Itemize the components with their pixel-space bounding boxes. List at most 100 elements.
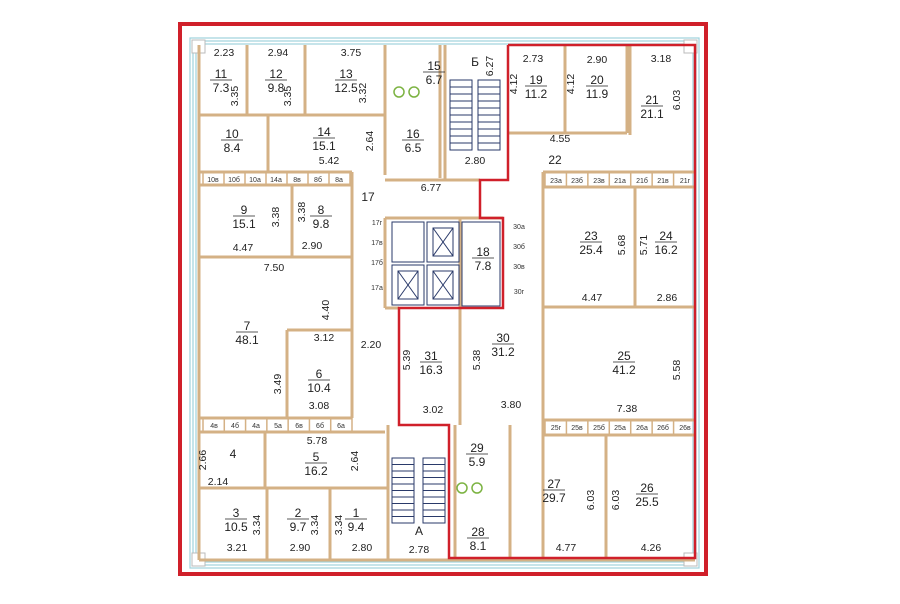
toilet-icon (456, 482, 468, 494)
closet-label: 17г (372, 220, 383, 227)
dimension-label: 4.12 (508, 74, 520, 95)
room-number: 16 (406, 127, 420, 141)
closet-label: 25а (614, 425, 626, 432)
dimension-label: 4.47 (233, 242, 254, 254)
closet-label: 26б (657, 424, 669, 432)
dimension-label: 6.03 (671, 90, 683, 111)
elevator-shaft (391, 221, 425, 263)
dimension-label: 6.03 (610, 490, 622, 511)
room-number: 27 (547, 477, 561, 491)
room-area: 10.4 (307, 381, 331, 395)
room-area: 8.1 (470, 539, 487, 553)
toilet-icon (408, 86, 420, 98)
dimension-label: 2.73 (523, 53, 544, 65)
closet-label: 26а (636, 425, 648, 432)
room-number: 5 (313, 450, 320, 464)
dimension-label: 3.34 (251, 515, 263, 536)
dimension-label: 3.34 (333, 515, 345, 536)
dimension-label: 6.77 (421, 182, 442, 194)
room-number: 24 (659, 229, 673, 243)
closet-label: 23а (550, 178, 562, 185)
dimension-label: 2.66 (197, 450, 209, 471)
dimension-label: 2.64 (349, 451, 361, 472)
dimension-label: 3.21 (227, 542, 248, 554)
dimension-label: 4.47 (582, 292, 603, 304)
dimension-label: 3.75 (341, 47, 362, 59)
room-number: 18 (476, 245, 490, 259)
dimension-label: 2.14 (208, 476, 229, 488)
room-area: 8.4 (224, 141, 241, 155)
toilet-icon (393, 86, 405, 98)
closet-label: 21в (657, 178, 669, 185)
room-number: 26 (640, 481, 654, 495)
dimension-label: 3.34 (309, 515, 321, 536)
closet-label: 8а (335, 177, 343, 184)
room-area: 25.4 (579, 243, 603, 257)
closet-label: 25в (571, 425, 583, 432)
space-label: Б (471, 55, 479, 69)
space-label: 4 (230, 447, 237, 461)
dimension-label: 5.38 (471, 350, 483, 371)
dimension-label: 3.80 (501, 399, 522, 411)
shaft-frame (432, 270, 454, 300)
room-number: 21 (645, 93, 659, 107)
labels: 19.429.7310.5516.2610.4748.189.8915.1108… (197, 47, 691, 556)
dimension-label: 6.27 (484, 56, 496, 77)
dimension-label: 3.35 (229, 86, 241, 107)
closet-label: 14а (270, 177, 282, 184)
dimension-label: 3.32 (357, 83, 369, 104)
dimension-label: 2.94 (268, 47, 289, 59)
dimension-label: 2.23 (214, 47, 235, 59)
dimension-label: 3.49 (272, 374, 284, 395)
closet-label: 10в (207, 177, 219, 184)
room-area: 10.5 (224, 520, 248, 534)
room-number: 10 (225, 127, 239, 141)
interior-walls (197, 45, 696, 562)
dimension-label: 3.18 (651, 53, 672, 65)
outer-highlight-border (178, 22, 708, 576)
dimension-label: 2.90 (302, 240, 323, 252)
closet-label: 17в (371, 240, 383, 247)
room-area: 9.8 (313, 217, 330, 231)
leased-area-outline (397, 43, 697, 560)
room-area: 21.1 (640, 107, 664, 121)
space-label: A (415, 524, 423, 538)
closet-label: 10а (249, 177, 261, 184)
dimension-label: 4.40 (320, 300, 332, 321)
closet-label: 26в (679, 425, 691, 432)
room-18-frame (461, 221, 501, 307)
shaft-cross (432, 227, 454, 257)
room-number: 6 (316, 367, 323, 381)
room-number: 20 (590, 73, 604, 87)
closet-label: 25г (551, 425, 562, 432)
space-label: 17 (361, 190, 375, 204)
room-number: 8 (318, 203, 325, 217)
closet-label: 30в (513, 264, 525, 271)
dimension-label: 2.78 (409, 544, 430, 556)
dimension-label: 6.03 (585, 490, 597, 511)
closet-label: 4а (252, 423, 260, 430)
closet-label: 21а (614, 178, 626, 185)
room-number: 19 (529, 73, 543, 87)
room-area: 48.1 (235, 333, 259, 347)
dimension-label: 3.12 (314, 332, 335, 344)
room-number: 29 (470, 441, 484, 455)
room-number: 7 (244, 319, 251, 333)
room-area: 29.7 (542, 491, 566, 505)
closet-label: 30г (514, 289, 525, 296)
closet-label: 21г (680, 178, 691, 185)
room-area: 15.1 (312, 139, 336, 153)
room-number: 3 (233, 506, 240, 520)
room-number: 30 (496, 331, 510, 345)
room-area: 12.5 (334, 81, 358, 95)
dimension-label: 7.50 (264, 262, 285, 274)
closet-label: 17б (371, 259, 383, 267)
room-area: 9.4 (348, 520, 365, 534)
dimension-label: 2.80 (352, 542, 373, 554)
dimension-label: 2.86 (657, 292, 678, 304)
dimension-label: 5.78 (307, 435, 328, 447)
closet-label: 30а (513, 224, 525, 231)
closet-label: 8б (314, 176, 322, 184)
room-area: 11.9 (586, 87, 609, 101)
